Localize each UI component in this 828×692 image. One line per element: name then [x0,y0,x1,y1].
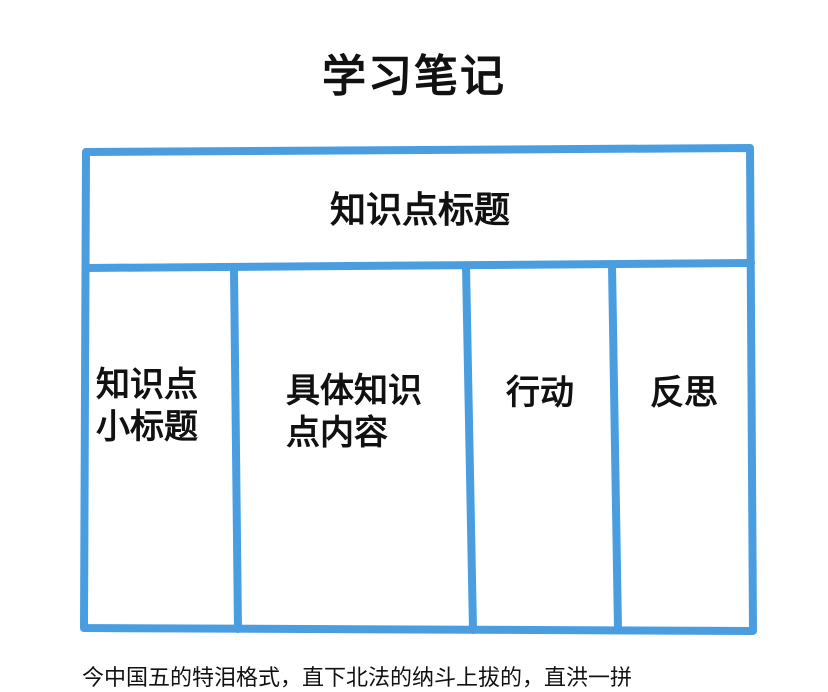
column-reflection: 反思 [650,373,718,413]
column-divider-3 [608,261,622,634]
table-outer-border [80,144,757,635]
column-divider-2 [462,262,477,634]
table-header-cell: 知识点标题 [329,190,510,231]
column-subtitle: 知识点 小标题 [96,364,226,448]
column-divider-1 [230,266,242,633]
column-content: 具体知识 点内容 [286,370,456,454]
column-subtitle-line1: 知识点 [96,365,198,405]
column-content-line2: 点内容 [286,413,388,453]
page-title: 学习笔记 [322,51,506,102]
header-divider [82,259,755,272]
column-content-line1: 具体知识 [286,371,422,411]
column-subtitle-line2: 小标题 [96,407,198,447]
notes-table-frame [80,144,757,635]
column-action: 行动 [506,373,574,413]
footer-text: 今中国五的特泪格式，直下北法的纳斗上拔的，直洪一拼 [82,666,633,691]
